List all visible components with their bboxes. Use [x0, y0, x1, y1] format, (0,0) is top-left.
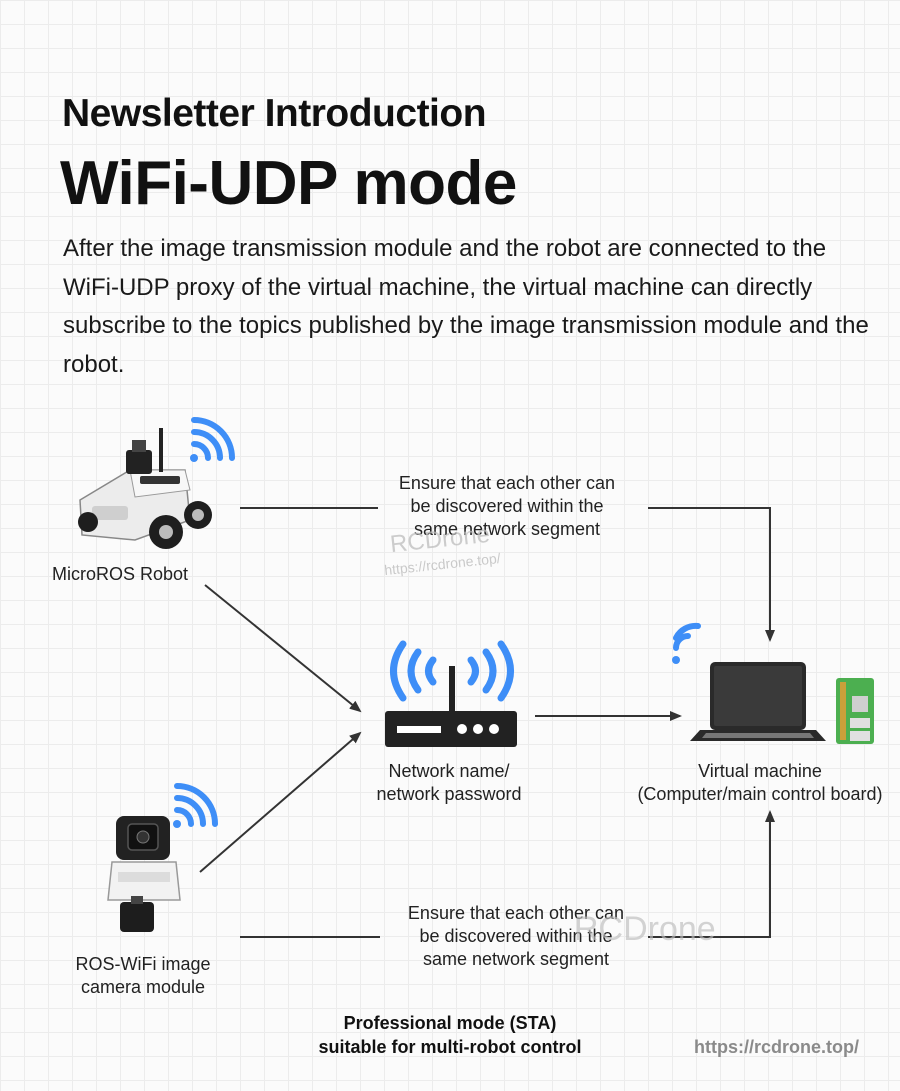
robot-label: MicroROS Robot	[52, 564, 189, 584]
top-note-line2: be discovered within the	[410, 496, 604, 516]
robot-car-icon	[78, 428, 212, 549]
virtual-machine-label: Virtual machine (Computer/main control b…	[624, 760, 896, 806]
virtual-machine-label-line1: Virtual machine	[698, 761, 822, 781]
camera-module-icon	[107, 816, 181, 932]
router-label-line2: network password	[376, 784, 522, 804]
laptop-wifi-icon	[672, 622, 701, 664]
watermark-brand-bottom: RCDrone	[574, 910, 716, 948]
top-note-line3: same network segment	[413, 519, 601, 539]
router-label-line1: Network name/	[388, 761, 510, 781]
mode-caption-line1: Professional mode (STA)	[343, 1013, 557, 1033]
top-network-note: Ensure that each other can be discovered…	[382, 472, 632, 541]
router-wifi-waves-icon	[390, 640, 514, 702]
camera-label-line1: ROS-WiFi image	[75, 954, 211, 974]
wifi-router-icon	[385, 666, 517, 747]
bottom-note-line3: same network segment	[422, 949, 610, 969]
mode-caption: Professional mode (STA) suitable for mul…	[290, 1011, 610, 1059]
intro-paragraph: After the image transmission module and …	[63, 235, 869, 378]
section-heading: Newsletter Introduction	[62, 92, 487, 135]
router-label: Network name/ network password	[360, 760, 538, 806]
virtual-machine-label-line2: (Computer/main control board)	[637, 784, 883, 804]
camera-to-router-arrow	[199, 731, 362, 873]
control-board-icon	[836, 678, 874, 744]
robot-to-router-arrow	[204, 584, 362, 713]
watermark-url-bottom: https://rcdrone.top/	[694, 1037, 859, 1057]
camera-label: ROS-WiFi image camera module	[70, 953, 216, 999]
top-note-line1: Ensure that each other can	[398, 473, 616, 493]
bottom-note-line1: Ensure that each other can	[407, 903, 625, 923]
top-connector-arrow	[240, 507, 775, 642]
page-title: WiFi-UDP mode	[60, 149, 517, 218]
bottom-network-note: Ensure that each other can be discovered…	[391, 902, 641, 971]
camera-label-line2: camera module	[80, 977, 206, 997]
bottom-note-line2: be discovered within the	[419, 926, 613, 946]
robot-wifi-icon	[190, 417, 235, 462]
mode-caption-line2: suitable for multi-robot control	[318, 1037, 582, 1057]
bottom-connector-arrow	[240, 810, 775, 938]
camera-wifi-icon	[173, 783, 218, 828]
laptop-icon	[690, 662, 826, 741]
